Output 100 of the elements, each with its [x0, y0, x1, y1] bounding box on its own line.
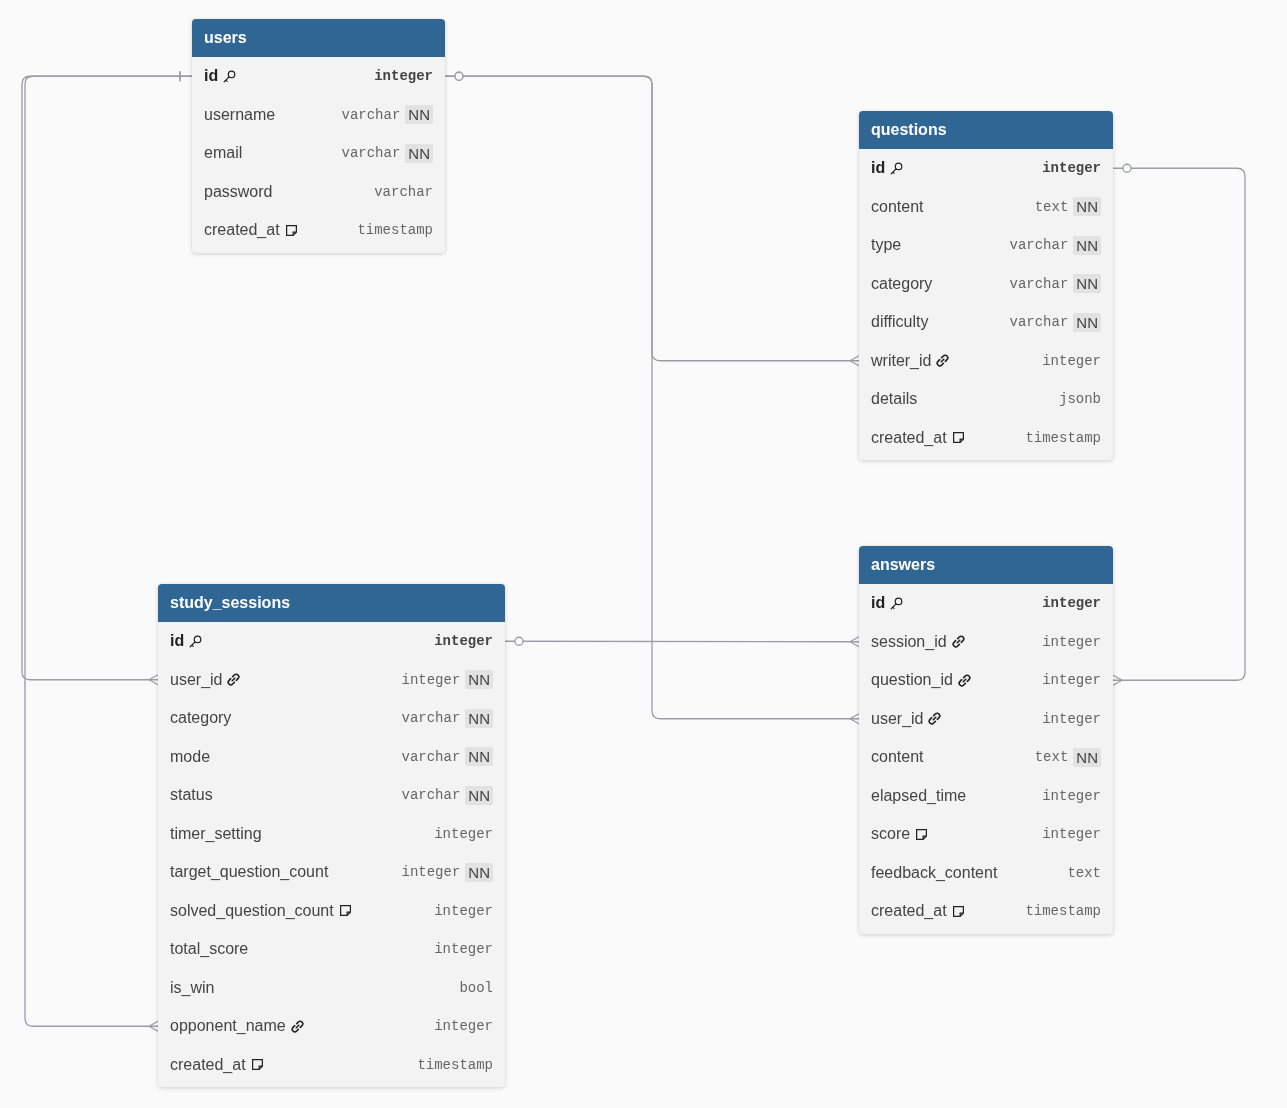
- column-type: timestamp: [1025, 429, 1101, 446]
- not-null-badge: NN: [465, 708, 493, 728]
- not-null-badge: NN: [405, 105, 433, 125]
- not-null-badge: NN: [1073, 747, 1101, 767]
- not-null-badge: NN: [465, 747, 493, 767]
- column-name: user_id: [871, 709, 924, 728]
- not-null-badge: NN: [1073, 197, 1101, 217]
- column-type: timestamp: [357, 222, 433, 239]
- table-card: [859, 111, 1113, 460]
- column-name: is_win: [170, 978, 215, 997]
- column-type: integer: [1042, 595, 1101, 612]
- column-name: created_at: [170, 1055, 246, 1074]
- not-null-badge: NN: [1073, 312, 1101, 332]
- column-type: varchar: [1009, 275, 1069, 292]
- relationship-line: [24, 70, 193, 1032]
- column-row: [192, 57, 445, 96]
- column-name: target_question_count: [170, 863, 329, 882]
- column-type: varchar: [341, 106, 401, 123]
- column-name: mode: [170, 747, 211, 766]
- column-name: created_at: [871, 428, 947, 447]
- column-type: integer: [1042, 352, 1101, 369]
- column-type: integer: [401, 671, 461, 688]
- column-type: integer: [434, 941, 493, 958]
- column-type: integer: [434, 1018, 493, 1035]
- column-name: category: [871, 274, 933, 293]
- column-row: [859, 584, 1113, 623]
- column-name: details: [871, 390, 918, 409]
- column-type: text: [1034, 198, 1069, 215]
- column-name: type: [871, 236, 902, 255]
- column-type: integer: [1042, 710, 1101, 727]
- column-name: category: [170, 709, 232, 728]
- column-type: varchar: [401, 710, 461, 727]
- column-type: integer: [401, 864, 461, 881]
- column-name: email: [204, 144, 243, 163]
- column-name: password: [204, 182, 273, 201]
- relationship-line: [504, 636, 860, 648]
- column-type: varchar: [341, 145, 401, 162]
- column-name: question_id: [871, 671, 953, 690]
- column-type: integer: [1042, 672, 1101, 689]
- column-name: difficulty: [871, 313, 929, 332]
- column-name: username: [204, 105, 276, 124]
- column-type: integer: [434, 902, 493, 919]
- not-null-badge: NN: [465, 862, 493, 882]
- table-card: [192, 19, 445, 253]
- column-name: solved_question_count: [170, 901, 334, 920]
- column-name: feedback_content: [871, 863, 998, 882]
- column-type: varchar: [401, 787, 461, 804]
- column-type: timestamp: [1025, 903, 1101, 920]
- column-name: session_id: [871, 632, 947, 651]
- column-name: elapsed_time: [871, 786, 967, 805]
- relationship-line: [1112, 163, 1246, 686]
- column-name: timer_setting: [170, 824, 262, 843]
- column-type: text: [1034, 749, 1069, 766]
- column-name: id: [204, 67, 219, 86]
- column-name: id: [170, 632, 185, 651]
- column-name: user_id: [170, 670, 223, 689]
- table-card: [158, 584, 505, 1087]
- column-row: [859, 418, 1113, 457]
- column-row: [158, 622, 505, 661]
- column-row: [158, 1045, 505, 1084]
- column-name: opponent_name: [170, 1017, 286, 1036]
- column-type: varchar: [1009, 314, 1069, 331]
- column-name: id: [871, 159, 886, 178]
- column-type: integer: [434, 633, 493, 650]
- column-row: [859, 892, 1113, 931]
- not-null-badge: NN: [1073, 274, 1101, 294]
- column-type: varchar: [401, 748, 461, 765]
- not-null-badge: NN: [465, 785, 493, 805]
- column-name: created_at: [204, 221, 280, 240]
- column-name: created_at: [871, 902, 947, 921]
- column-type: integer: [1042, 633, 1101, 650]
- not-null-badge: NN: [465, 670, 493, 690]
- relationship-line: [444, 71, 860, 725]
- column-type: timestamp: [417, 1056, 493, 1073]
- column-type: varchar: [374, 183, 433, 200]
- column-name: score: [871, 825, 911, 844]
- column-type: text: [1067, 864, 1101, 881]
- table-header: questions: [859, 111, 1113, 149]
- column-name: content: [871, 748, 924, 767]
- not-null-badge: NN: [1073, 235, 1101, 255]
- column-name: writer_id: [871, 351, 932, 370]
- column-row: [859, 149, 1113, 188]
- table-card: [859, 546, 1113, 934]
- column-name: content: [871, 197, 924, 216]
- not-null-badge: NN: [405, 143, 433, 163]
- column-type: integer: [374, 68, 433, 85]
- column-name: total_score: [170, 940, 249, 959]
- column-type: varchar: [1009, 237, 1069, 254]
- table-header: answers: [859, 546, 1113, 584]
- table-header: users: [192, 19, 445, 57]
- column-type: integer: [1042, 160, 1101, 177]
- column-name: status: [170, 786, 213, 805]
- column-type: bool: [459, 979, 493, 996]
- column-type: integer: [1042, 826, 1101, 843]
- table-header: study_sessions: [158, 584, 505, 622]
- column-type: integer: [434, 825, 493, 842]
- column-type: jsonb: [1059, 391, 1101, 408]
- column-name: id: [871, 594, 886, 613]
- column-row: [192, 211, 445, 250]
- column-type: integer: [1042, 787, 1101, 804]
